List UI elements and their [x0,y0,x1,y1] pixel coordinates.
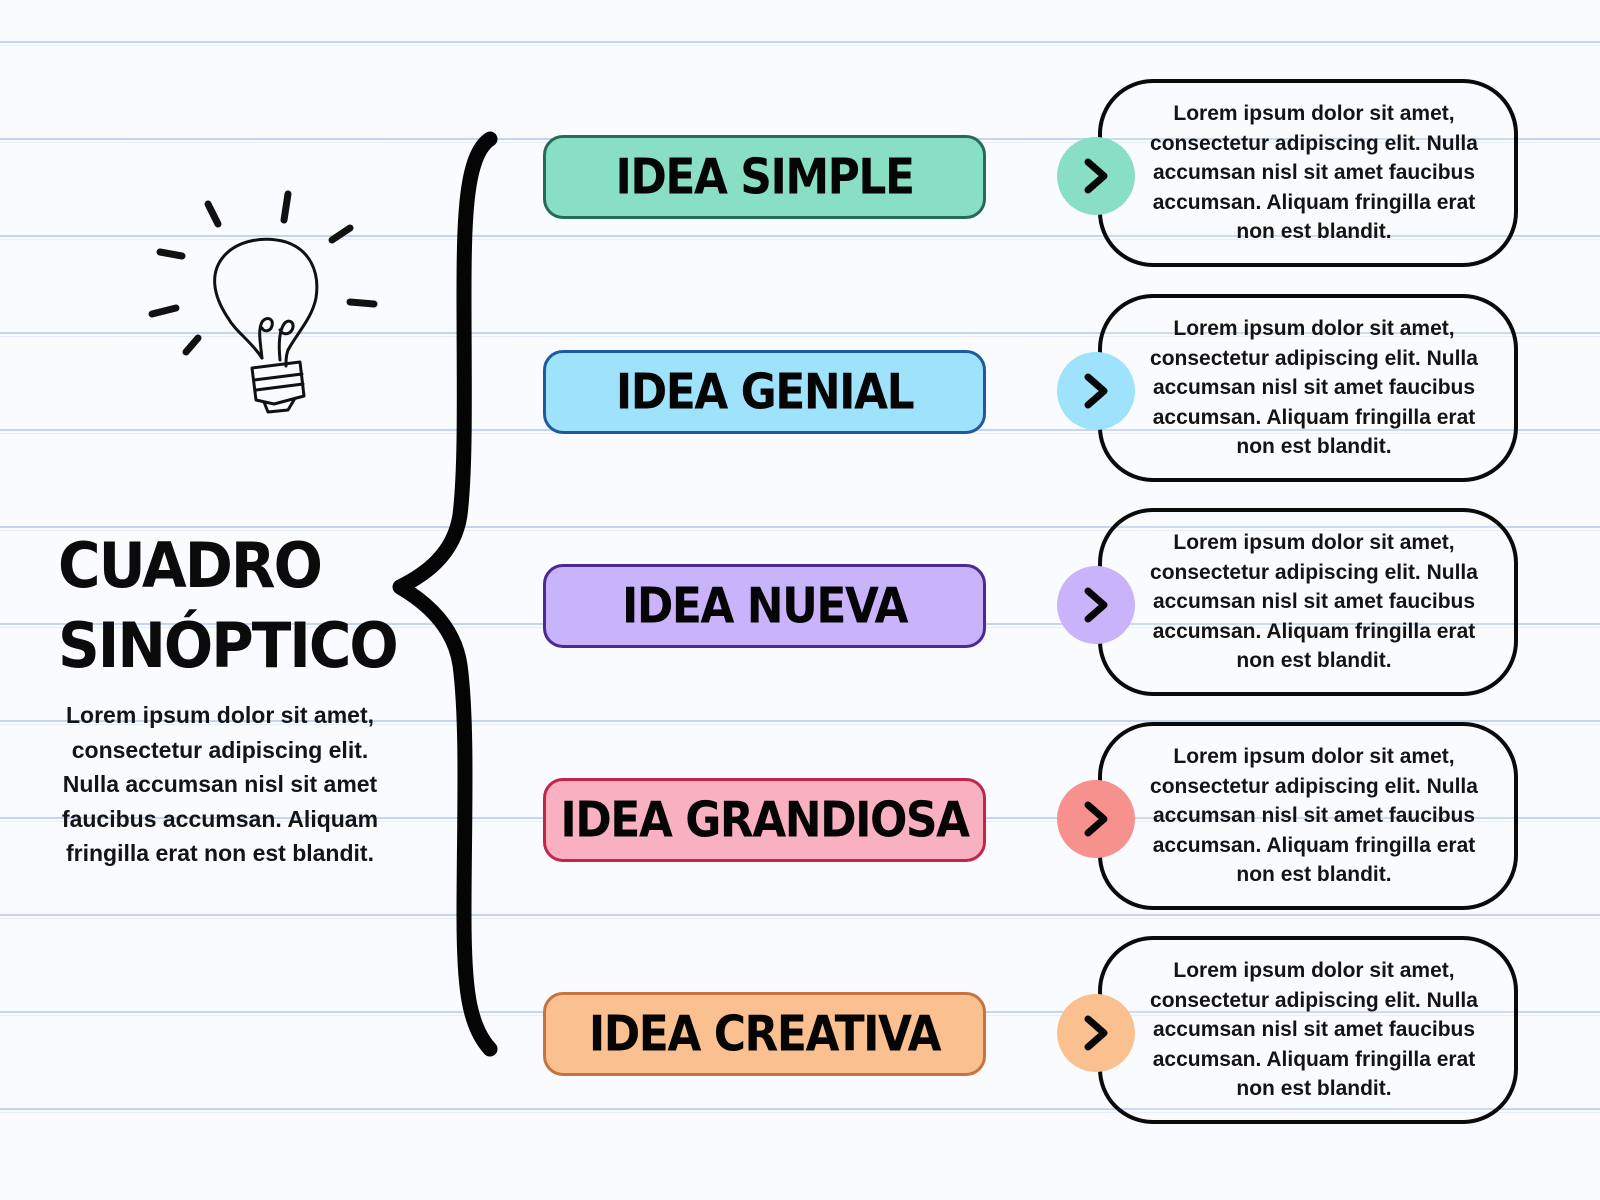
page-title: CUADRO SINÓPTICO [58,522,418,682]
idea-label-text: IDEA GENIAL [615,363,915,421]
idea-description: Lorem ipsum dolor sit amet, consectetur … [1150,102,1478,244]
chevron-right-icon [1084,373,1108,409]
curly-brace-icon [392,131,498,1057]
idea-label-0: IDEA SIMPLE [543,135,986,219]
idea-description: Lorem ipsum dolor sit amet, consectetur … [1150,317,1478,459]
idea-label-4: IDEA CREATIVA [543,992,986,1076]
intro-text: Lorem ipsum dolor sit amet, consectetur … [61,702,379,866]
idea-label-1: IDEA GENIAL [543,350,986,434]
idea-description-box-2: Lorem ipsum dolor sit amet, consectetur … [1098,508,1518,696]
idea-label-text: IDEA GRANDIOSA [560,791,970,849]
idea-label-text: IDEA NUEVA [621,577,909,635]
idea-label-text: IDEA SIMPLE [615,148,915,206]
chevron-right-icon [1084,1015,1108,1051]
arrow-button-1[interactable] [1057,352,1135,430]
idea-label-3: IDEA GRANDIOSA [543,778,986,862]
idea-description-box-4: Lorem ipsum dolor sit amet, consectetur … [1098,936,1518,1124]
idea-description: Lorem ipsum dolor sit amet, consectetur … [1150,531,1478,673]
idea-description: Lorem ipsum dolor sit amet, consectetur … [1150,959,1478,1101]
title-line-2: SINÓPTICO [58,608,399,682]
arrow-button-3[interactable] [1057,780,1135,858]
idea-description-box-3: Lorem ipsum dolor sit amet, consectetur … [1098,722,1518,910]
chevron-right-icon [1084,801,1108,837]
arrow-button-2[interactable] [1057,566,1135,644]
idea-description-box-1: Lorem ipsum dolor sit amet, consectetur … [1098,294,1518,482]
arrow-button-4[interactable] [1057,994,1135,1072]
idea-description-box-0: Lorem ipsum dolor sit amet, consectetur … [1098,79,1518,267]
idea-description: Lorem ipsum dolor sit amet, consectetur … [1150,745,1478,887]
chevron-right-icon [1084,158,1108,194]
idea-label-text: IDEA CREATIVA [588,1005,942,1063]
arrow-button-0[interactable] [1057,137,1135,215]
idea-label-2: IDEA NUEVA [543,564,986,648]
chevron-right-icon [1084,587,1108,623]
title-line-1: CUADRO [58,528,323,602]
lightbulb-icon [148,190,378,414]
